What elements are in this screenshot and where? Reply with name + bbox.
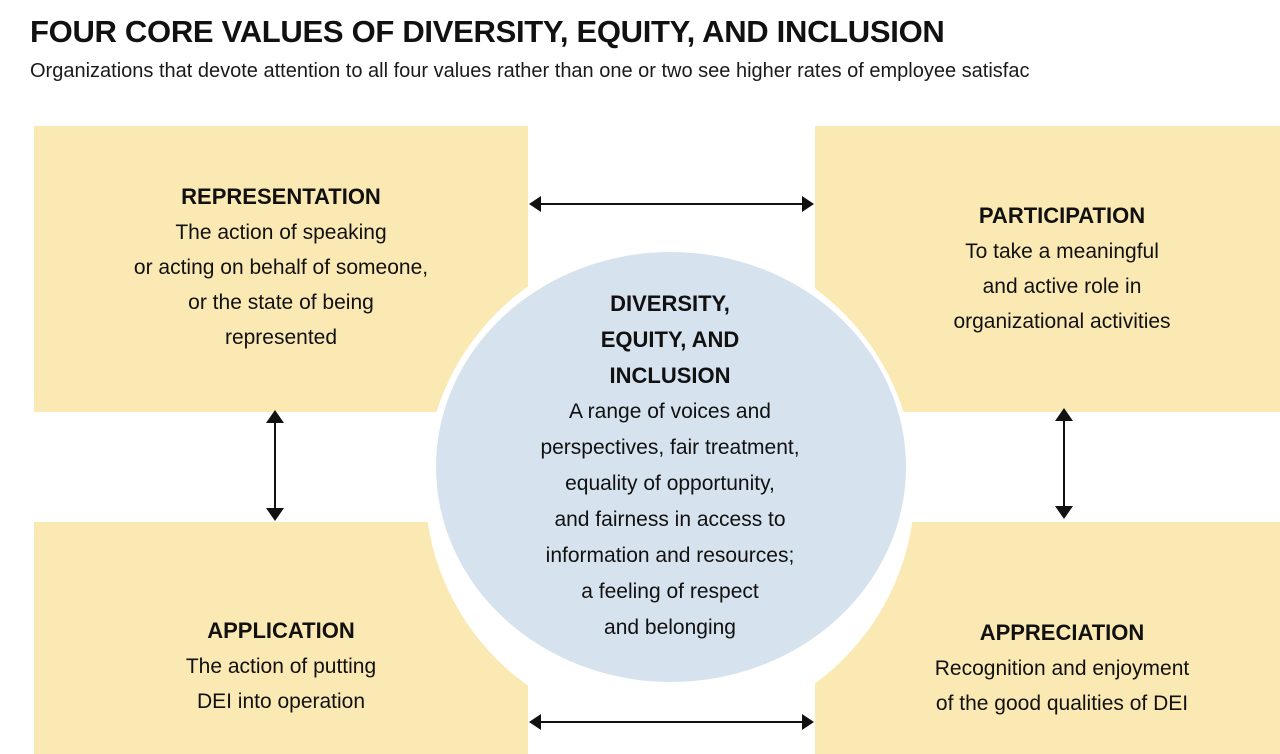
center-text-line: A range of voices and (569, 400, 771, 423)
double-arrow-top-icon (529, 196, 814, 212)
double-arrow-left-icon (266, 410, 284, 521)
center-circle (436, 252, 906, 682)
appreciation-text-line: of the good qualities of DEI (935, 692, 1189, 715)
participation-text-line: and active role in (982, 275, 1142, 298)
application-text-line: DEI into operation (196, 690, 366, 713)
center-circle-text: DIVERSITY, EQUITY, AND INCLUSION A range… (470, 286, 870, 646)
double-arrow-bottom-icon (529, 714, 814, 730)
participation-box: PARTICIPATION To take a meaningful and a… (815, 126, 1280, 412)
representation-text-line: represented (224, 326, 338, 349)
page-subtitle: Organizations that devote attention to a… (30, 60, 1030, 82)
center-text-line: perspectives, fair treatment, (540, 436, 800, 459)
center-text-line: and fairness in access to (554, 508, 786, 531)
representation-box: REPRESENTATION The action of speaking or… (34, 126, 528, 412)
center-text-line: a feeling of respect (581, 580, 759, 603)
page-title: FOUR CORE VALUES OF DIVERSITY, EQUITY, A… (30, 14, 945, 49)
appreciation-text-line: Recognition and enjoyment (934, 657, 1190, 680)
representation-text-line: or acting on behalf of someone, (133, 256, 429, 279)
center-text-line: information and resources; (545, 544, 795, 567)
representation-text-line: The action of speaking (175, 221, 387, 244)
application-text-line: The action of putting (185, 655, 377, 678)
center-text-line: and belonging (604, 616, 736, 639)
center-title-line: EQUITY, AND (600, 327, 740, 352)
representation-text-line: or the state of being (188, 291, 374, 314)
center-title-line: INCLUSION (609, 363, 731, 388)
participation-text-line: To take a meaningful (965, 240, 1159, 263)
participation-title: PARTICIPATION (978, 203, 1146, 228)
center-title-line: DIVERSITY, (610, 291, 730, 316)
center-text-line: equality of opportunity, (565, 472, 775, 495)
double-arrow-right-icon (1055, 408, 1073, 519)
application-title: APPLICATION (207, 618, 355, 643)
participation-text-line: organizational activities (953, 310, 1171, 333)
representation-title: REPRESENTATION (181, 184, 381, 209)
appreciation-title: APPRECIATION (979, 620, 1145, 645)
